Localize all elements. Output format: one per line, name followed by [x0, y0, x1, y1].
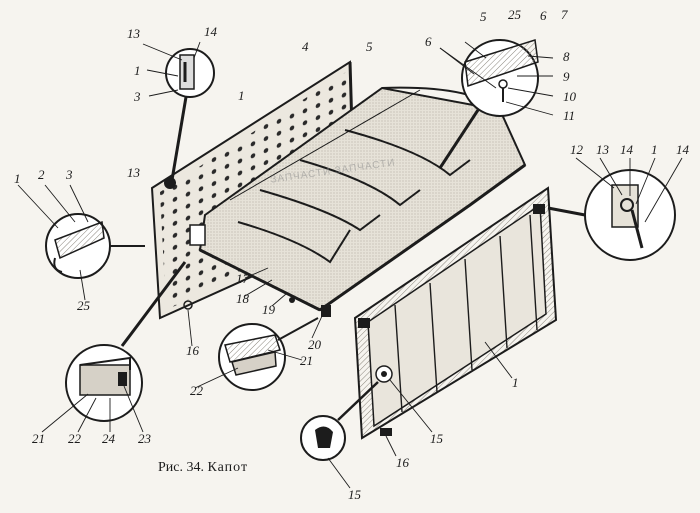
callout-number: 11	[563, 108, 576, 123]
callout-number: 23	[138, 431, 151, 446]
callout-number: 1	[512, 375, 519, 390]
callout-number: 25	[508, 7, 521, 22]
callout-number: 13	[596, 142, 609, 157]
callout-number: 1	[238, 88, 245, 103]
callout-number: 19	[262, 302, 275, 317]
callout-number: 13	[127, 165, 140, 180]
latch-lower	[321, 305, 331, 317]
callout-number: 12	[570, 142, 583, 157]
callout-number: 21	[300, 353, 313, 368]
figure-caption: Рис. 34. Капот	[158, 460, 248, 476]
callout-number: 6	[540, 8, 547, 23]
callout-number: 7	[561, 7, 568, 22]
caption-prefix: Рис. 34.	[158, 460, 204, 475]
callout-number: 22	[190, 383, 203, 398]
detail-circle-bottom	[300, 381, 379, 461]
callout-number: 1	[134, 63, 141, 78]
callout-number: 3	[66, 167, 73, 182]
detail-circle-top-right	[438, 39, 539, 169]
callout-number: 2	[38, 167, 45, 182]
detail-circle-lower-middle	[218, 317, 319, 391]
callout-number: 13	[127, 26, 140, 41]
callout-number: 6	[425, 34, 432, 49]
callout-number: 1	[651, 142, 658, 157]
detail-circle-left	[45, 213, 145, 279]
callout-number: 17	[236, 271, 249, 286]
caption-title: Капот	[207, 460, 249, 475]
callout-number: 15	[430, 431, 443, 446]
callout-number: 10	[563, 89, 576, 104]
callout-number: 16	[396, 455, 409, 470]
callout-number: 22	[68, 431, 81, 446]
callout-number: 25	[77, 298, 90, 313]
latch-knob-left	[164, 177, 176, 189]
callout-number: 1	[14, 171, 21, 186]
detail-circle-bottom-left	[65, 261, 187, 422]
callout-number: 15	[348, 487, 361, 502]
callout-number: 8	[563, 49, 570, 64]
callout-number: 14	[676, 142, 689, 157]
callout-number: 20	[308, 337, 321, 352]
callout-number: 14	[204, 24, 217, 39]
callout-number: 3	[134, 89, 141, 104]
callout-number: 18	[236, 291, 249, 306]
callout-number: 24	[102, 431, 115, 446]
rubber-bumper	[183, 300, 193, 310]
callout-number: 16	[186, 343, 199, 358]
leader-lines	[17, 41, 683, 489]
callout-number: 9	[563, 69, 570, 84]
detail-circle-top-left	[165, 48, 215, 181]
callout-number: 21	[32, 431, 45, 446]
callout-number: 14	[620, 142, 633, 157]
callout-number: 4	[302, 39, 309, 54]
detail-circle-right	[547, 169, 676, 261]
callout-number: 5	[480, 9, 487, 24]
callout-number: 5	[366, 39, 373, 54]
